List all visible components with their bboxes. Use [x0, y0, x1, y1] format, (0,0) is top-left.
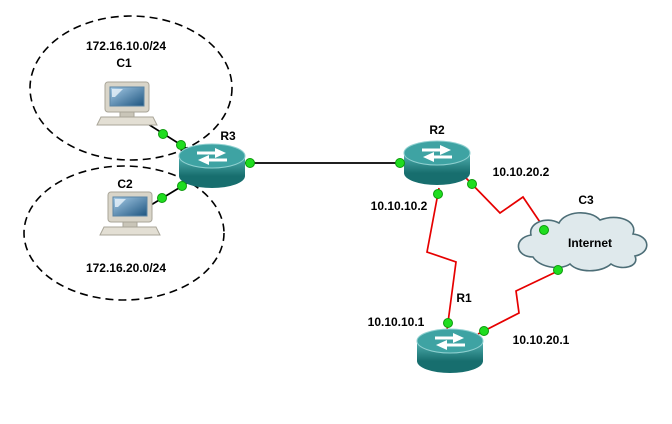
network-boundary-lan1 [29, 15, 233, 161]
interface-status-dot [467, 179, 477, 189]
interface-status-dot [176, 140, 186, 150]
network-boundary-lan2 [23, 165, 225, 301]
node-label-c2: C2 [117, 177, 133, 191]
interface-label-r2-to-r1: 10.10.10.2 [371, 199, 428, 213]
interface-status-dot [245, 158, 255, 168]
interface-status-dot [177, 181, 187, 191]
node-label-c3: C3 [578, 193, 594, 207]
node-label-r1: R1 [456, 291, 472, 305]
network-label-lan1: 172.16.10.0/24 [86, 39, 166, 53]
serial-link-r2-r1[interactable] [426, 187, 457, 331]
node-label-r2: R2 [429, 123, 445, 137]
serial-link-r1-c3[interactable] [477, 270, 559, 335]
interface-status-dot [433, 189, 443, 199]
network-label-lan2: 172.16.20.0/24 [86, 261, 166, 275]
cloud-text-internet: Internet [568, 236, 612, 250]
cloud-shape[interactable] [517, 212, 648, 272]
computer-c1[interactable] [96, 81, 158, 126]
interface-label-r1-to-internet: 10.10.20.1 [513, 333, 570, 347]
interface-status-dot [553, 265, 563, 275]
interface-label-r1-to-r2: 10.10.10.1 [368, 315, 425, 329]
router-r1[interactable] [416, 328, 484, 374]
interface-status-dot [443, 318, 453, 328]
interface-status-dot [395, 158, 405, 168]
node-label-r3: R3 [220, 129, 236, 143]
router-r3[interactable] [178, 143, 246, 189]
interface-label-r2-to-internet: 10.10.20.2 [493, 165, 550, 179]
interface-status-dot [158, 129, 168, 139]
node-label-c1: C1 [116, 56, 132, 70]
router-r2[interactable] [403, 140, 471, 186]
computer-c2[interactable] [99, 191, 161, 236]
interface-status-dot [157, 193, 167, 203]
interface-status-dot [539, 225, 549, 235]
serial-link-r2-c3[interactable] [465, 177, 547, 232]
cloud-c3[interactable]: Internet [517, 212, 648, 272]
interface-status-dot [479, 326, 489, 336]
